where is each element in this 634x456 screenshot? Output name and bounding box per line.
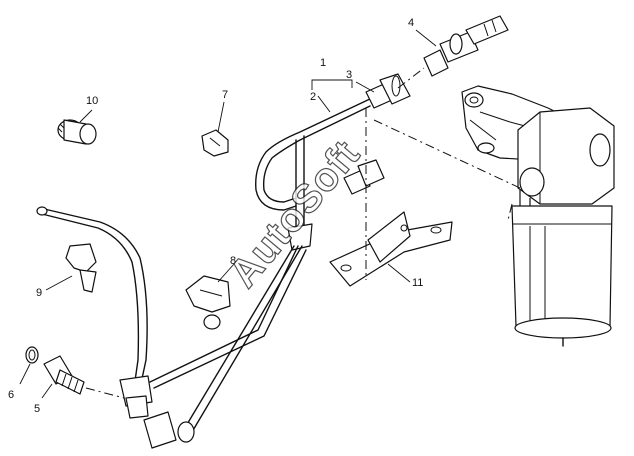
callout-9: 9 bbox=[36, 287, 42, 299]
washer-part-6 bbox=[25, 346, 39, 364]
fuel-filter-assembly bbox=[373, 85, 615, 347]
callout-2: 2 bbox=[310, 91, 316, 103]
leader-lines bbox=[19, 29, 437, 399]
callouts: 1 2 3 4 5 6 7 8 9 10 11 bbox=[8, 17, 423, 415]
clip-part-9 bbox=[65, 243, 97, 293]
union-fitting-part-4 bbox=[397, 15, 509, 89]
callout-7: 7 bbox=[222, 89, 228, 101]
clip-part-7 bbox=[201, 129, 229, 157]
callout-6: 6 bbox=[8, 389, 14, 401]
callout-8: 8 bbox=[230, 255, 236, 267]
callout-3: 3 bbox=[346, 69, 352, 81]
callout-10: 10 bbox=[86, 95, 98, 107]
fuel-pipe-left bbox=[36, 206, 195, 449]
cap-part-10 bbox=[57, 119, 97, 145]
fitting-part-5 bbox=[43, 355, 125, 399]
callout-11: 11 bbox=[412, 277, 423, 289]
callout-1: 1 bbox=[320, 57, 326, 69]
clamp-part-8 bbox=[185, 275, 231, 330]
mounting-bracket-part-11 bbox=[329, 211, 453, 287]
callout-5: 5 bbox=[34, 403, 40, 415]
callout-4: 4 bbox=[408, 17, 414, 29]
